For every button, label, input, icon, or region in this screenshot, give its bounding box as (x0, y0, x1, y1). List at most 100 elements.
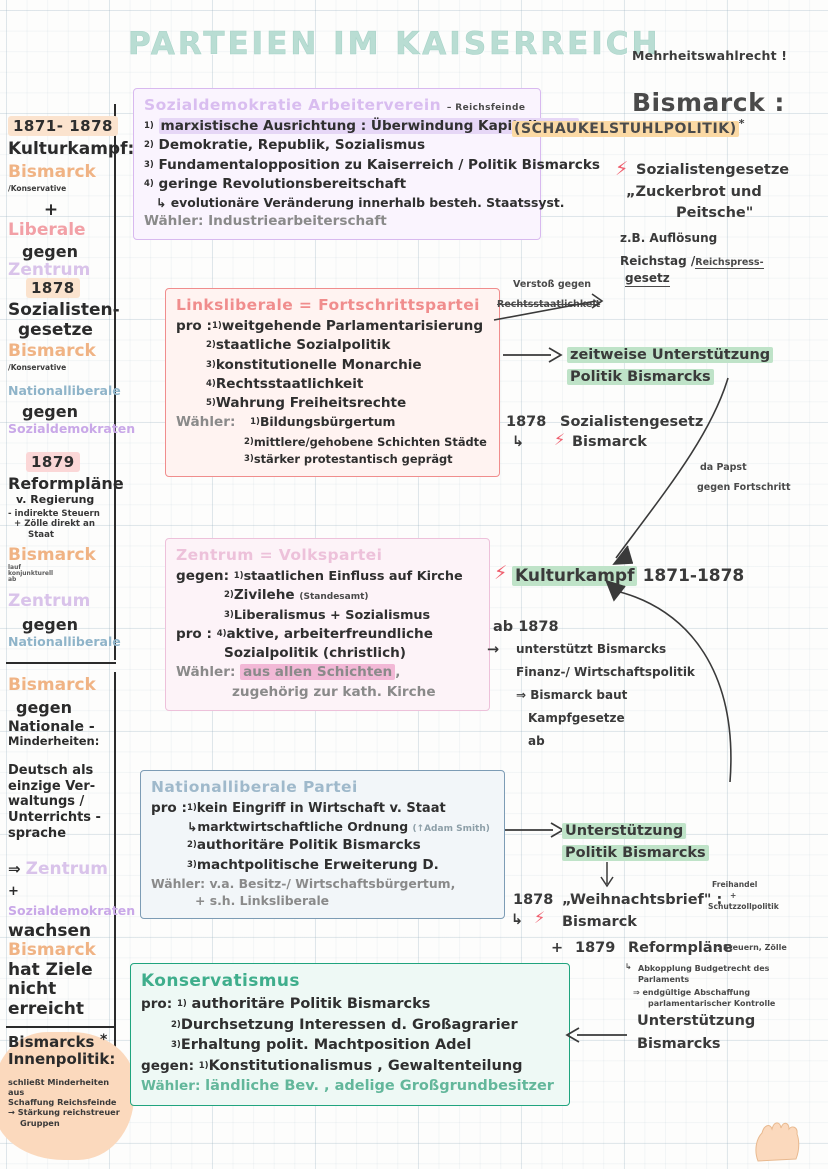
line-text: machtpolitische Erweiterung D. (196, 856, 439, 873)
line-note: (Standesamt) (299, 592, 369, 603)
line-text: kein Eingriff in Wirtschaft v. Staat (196, 801, 446, 816)
sidebar-plus: + (43, 200, 59, 221)
lightning-bolt-icon: ⚡ (615, 158, 629, 180)
line-text: weitgehende Parlamentarisierung (221, 318, 484, 334)
card-title: Linksliberale = Fortschrittspartei (176, 296, 480, 314)
waehler-line-1: v.a. Besitz-/ Wirtschaftsbürgertum, (209, 875, 456, 891)
ab1878-line-5: ab (528, 734, 545, 748)
line-text: stärker protestantisch geprägt (253, 452, 453, 467)
sidebar-heading: Kulturkampf: (8, 139, 135, 159)
innenpolitik-heading-l2: Innenpolitik: (8, 1050, 116, 1069)
line-idx: 4) (206, 378, 216, 389)
sidebar-result-arrow: ⇒ (8, 860, 21, 879)
line-idx: 4) (144, 178, 154, 189)
lightning-bolt-icon: ⚡ (534, 908, 546, 927)
weihnacht-note-2: + (730, 891, 737, 900)
line-idx: 1) (211, 321, 222, 331)
weihnacht-sub-arrow: ↳ (625, 962, 632, 971)
sidebar-block-sozialistengesetze: 1878 Sozialisten- gesetze Bismarck/Konse… (8, 278, 135, 436)
bismarck-heading: Bismarck : (632, 88, 785, 117)
reichstag-label: Reichstag / (620, 254, 696, 268)
waehler-label: Wähler: (141, 1078, 201, 1095)
sozgesetz-text: Sozialistengesetz (560, 414, 704, 430)
line-text: Zivilehe (233, 587, 295, 604)
weihnacht-actor: Bismarck (562, 914, 637, 930)
sidebar-heading-l2: gesetze (18, 319, 93, 340)
line-text: mittlere/gehobene Schichten Städte (253, 434, 487, 449)
line-idx: 1) (250, 417, 260, 428)
card-title-text: Sozialdemokratie Arbeiterverein (144, 96, 442, 114)
innenpolitik-blob (0, 1032, 134, 1160)
card-sozialdemokratie: Sozialdemokratie Arbeiterverein – Reichs… (133, 88, 600, 241)
innenpolitik-note-3: → Stärkung reichstreuer (8, 1107, 120, 1118)
line-idx: 3) (244, 454, 254, 465)
bismarck-subheading-star: * (738, 117, 745, 130)
sidebar-actor-bismarck: Bismarck (8, 161, 96, 182)
line-text: Durchsetzung Interessen d. Großagrarier (180, 1016, 518, 1033)
sidebar-block-minderheiten: Bismarck gegen Nationale - Minderheiten:… (8, 675, 135, 1019)
sidebar-body-l1: Deutsch als (8, 763, 94, 779)
sidebar-block-reformplaene: 1879 Reformpläne v. Regierung - indirekt… (8, 452, 128, 649)
sidebar-rule-1 (6, 662, 116, 665)
line-idx: 1) (186, 803, 197, 813)
sidebar-gegen: gegen (16, 697, 72, 717)
page-title: PARTEIEN IM KAISERREICH (128, 26, 661, 63)
line-text: Wahrung Freiheitsrechte (215, 395, 407, 412)
weihnacht-note-4: : Steuern, Zölle (717, 943, 787, 952)
support-3-line-1: Unterstützung (637, 1013, 756, 1029)
innenpolitik-heading-l1: Bismarcks (8, 1033, 95, 1051)
line-text: marktwirtschaftliche Ordnung (197, 819, 409, 835)
innenpolitik-note-4: Gruppen (20, 1117, 60, 1128)
waehler-rest: , (395, 664, 401, 681)
sidebar-actor-nationalliberale: Nationalliberale (8, 634, 121, 650)
sidebar-sub-2: - indirekte Steuern (8, 508, 100, 519)
sidebar-result-l5: hat Ziele (8, 959, 93, 980)
kulturkampf-row: Kulturkampf 1871-1878 (512, 565, 744, 589)
sidebar-rule-2 (6, 1026, 116, 1029)
pro-label: pro : (151, 800, 187, 816)
curve-to-kulturkampf (612, 377, 729, 565)
sidebar-gegen: gegen (22, 401, 78, 421)
waehler-highlight: aus allen Schichten (240, 664, 396, 681)
gegen-label: gegen: (176, 568, 230, 584)
support-1-line-2: Politik Bismarcks (567, 369, 714, 385)
sidebar-actor-sup: lauf konjunkturell ab (8, 564, 54, 584)
line-text: authoritäre Politik Bismarcks (191, 996, 431, 1012)
waehler-value: Industriearbeiterschaft (208, 212, 387, 229)
sidebar-gegen: gegen (22, 242, 78, 262)
line-idx: 4) (216, 628, 227, 639)
support-2-line-2: Politik Bismarcks (562, 845, 709, 861)
waehler-label: Wähler: (176, 414, 236, 431)
waehler-label: Wähler: (176, 664, 236, 681)
weihnacht-note-3: Schutzzollpolitik (708, 902, 779, 911)
card-linksliberale: Linksliberale = Fortschrittspartei pro :… (165, 288, 500, 477)
arrow-to-konservatismus (565, 1027, 627, 1043)
sidebar-sub-4: Staat (28, 530, 55, 541)
sidebar-actor-bismarck: Bismarck (8, 544, 96, 565)
sidebar-result-bismarck: Bismarck (8, 940, 96, 961)
sidebar-actor-sup: /Konservative (8, 183, 67, 193)
sidebar-body-l2: einzige Ver- (8, 778, 96, 794)
curve-from-ab1878 (605, 579, 732, 783)
innenpolitik-note-1: schließt Minderheiten aus (8, 1076, 110, 1097)
verstoss-underline-arrow (493, 293, 604, 321)
line-idx: 1) (176, 999, 187, 1009)
weihnacht-sub-4: parlamentarischer Kontrolle (648, 999, 776, 1008)
line-idx: 1) (233, 571, 244, 581)
line-idx: 3) (144, 159, 154, 170)
line-text: Rechtsstaatlichkeit (215, 375, 364, 392)
verstoss-line-2: Rechtsstaatlichkeit (497, 299, 601, 310)
line-note: (↑Adam Smith) (412, 824, 490, 835)
sidebar-gegen: gegen (22, 615, 78, 635)
sidebar-result-wachsen: wachsen (8, 920, 92, 941)
line-idx: 2) (224, 590, 234, 601)
line-idx: 3) (206, 359, 216, 370)
support-1-line-1: zeitweise Unterstützung (567, 347, 774, 363)
line-text: Konstitutionalismus , Gewaltenteilung (208, 1057, 523, 1074)
papst-line-2: gegen Fortschritt (697, 482, 791, 493)
line-idx: 2) (187, 840, 197, 851)
waehler-label: Wähler: (151, 875, 206, 891)
gegen-label: gegen: (141, 1057, 195, 1074)
line-text: Fundamentalopposition zu Kaiserreich / P… (158, 156, 600, 173)
line-idx: ↳ (156, 195, 167, 211)
